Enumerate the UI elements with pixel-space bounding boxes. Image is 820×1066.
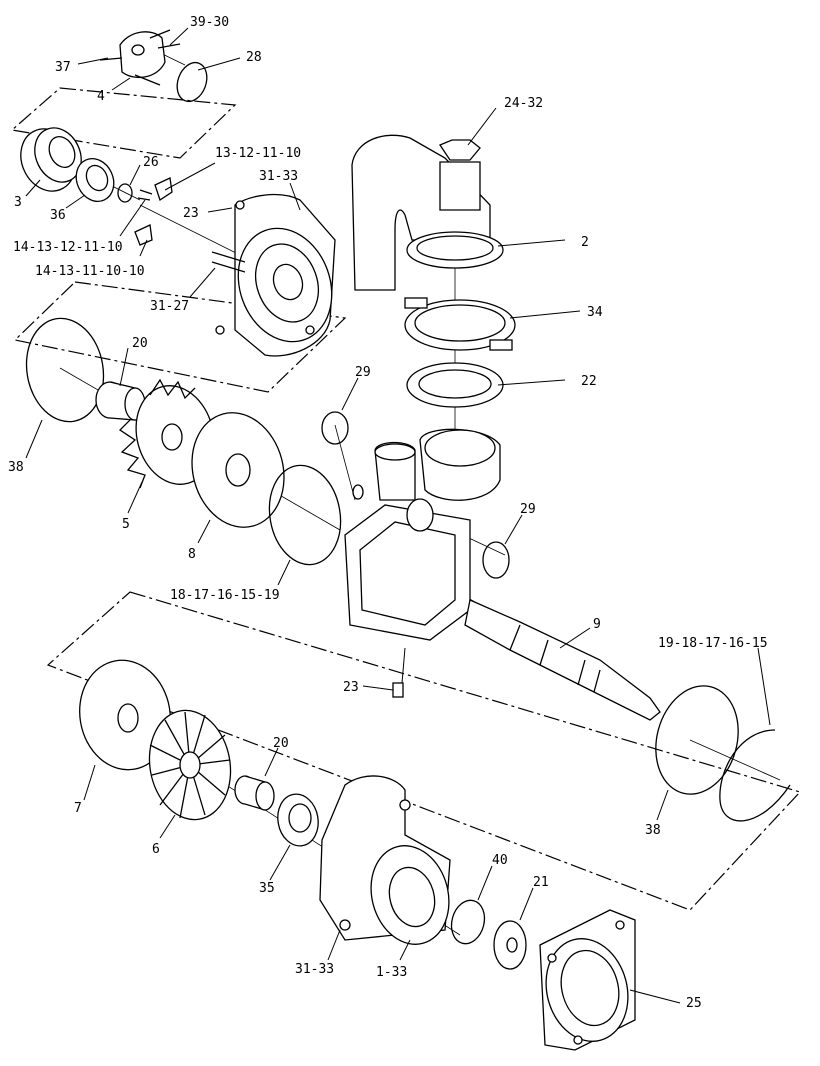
part-38-right-ring (655, 685, 739, 795)
part-18-19-ring (268, 464, 342, 566)
part-23-bolt-bottom (392, 682, 404, 698)
label-25: 25 (686, 996, 702, 1011)
label-18-17-16-15-19: 18-17-16-15-19 (170, 588, 280, 603)
leader-lines (25, 27, 771, 1004)
label-19-18-17-16-15: 19-18-17-16-15 (658, 636, 768, 651)
part-25-flange-cover (539, 909, 636, 1051)
main-pump-casing (344, 428, 501, 641)
part-6-impeller (148, 709, 232, 821)
label-38-right: 38 (645, 823, 661, 838)
label-35: 35 (259, 881, 275, 896)
part-28-snap-ring (176, 61, 208, 103)
label-29-left: 29 (355, 365, 371, 380)
label-4: 4 (97, 89, 105, 104)
label-31-33-top: 31-33 (259, 169, 298, 184)
label-2: 2 (581, 235, 589, 250)
part-7-plate (79, 659, 171, 771)
part-22-gasket (406, 362, 504, 408)
label-9: 9 (593, 617, 601, 632)
part-29-left-oring (321, 411, 349, 445)
part-3-bearing-cage (20, 127, 82, 192)
label-5: 5 (122, 517, 130, 532)
callout-labels: 39-30 37 28 4 24-32 13-12-11-10 31-33 26… (8, 15, 768, 1011)
label-1-33: 1-33 (376, 965, 407, 980)
part-35-bearing (277, 793, 319, 847)
label-28: 28 (246, 50, 262, 65)
part-24-32-elbow (351, 134, 504, 291)
label-14-13-11-10-10: 14-13-11-10-10 (35, 264, 145, 279)
label-24-32: 24-32 (504, 96, 543, 111)
label-20-bottom: 20 (273, 736, 289, 751)
part-21-washer (493, 920, 527, 970)
label-20-top: 20 (132, 336, 148, 351)
part-36-bearing (75, 158, 115, 202)
group-boundaries (10, 87, 802, 911)
label-34: 34 (587, 305, 603, 320)
part-8-wear-plate (191, 412, 285, 528)
label-14-13-12-11-10: 14-13-12-11-10 (13, 240, 123, 255)
label-39-30: 39-30 (190, 15, 229, 30)
label-26: 26 (143, 155, 159, 170)
label-40: 40 (492, 853, 508, 868)
bottom-housing (319, 775, 451, 945)
part-38-left-ring (25, 317, 105, 423)
part-9-shaft (464, 599, 661, 721)
label-8: 8 (188, 547, 196, 562)
part-31-33-top-housing (211, 193, 336, 357)
label-31-27: 31-27 (150, 299, 189, 314)
label-6: 6 (152, 842, 160, 857)
label-31-33-bottom: 31-33 (295, 962, 334, 977)
part-34-clamp (404, 297, 516, 351)
label-3: 3 (14, 195, 22, 210)
label-23-bottom: 23 (343, 680, 359, 695)
part-26-ring (117, 183, 133, 203)
small-clip-parts (134, 177, 173, 246)
part-40-snap-ring (450, 899, 486, 945)
part-29-right-oring (482, 541, 510, 579)
label-22: 22 (581, 374, 597, 389)
label-7: 7 (74, 801, 82, 816)
label-13-12-11-10: 13-12-11-10 (215, 146, 301, 161)
part-20-bottom-spacer (234, 775, 275, 811)
label-36: 36 (50, 208, 66, 223)
label-29-right: 29 (520, 502, 536, 517)
label-38-left: 38 (8, 460, 24, 475)
label-37: 37 (55, 60, 71, 75)
part-19-15-split-ring (719, 729, 791, 822)
part-4-cover-plate (99, 29, 181, 86)
label-23-top: 23 (183, 206, 199, 221)
label-21: 21 (533, 875, 549, 890)
